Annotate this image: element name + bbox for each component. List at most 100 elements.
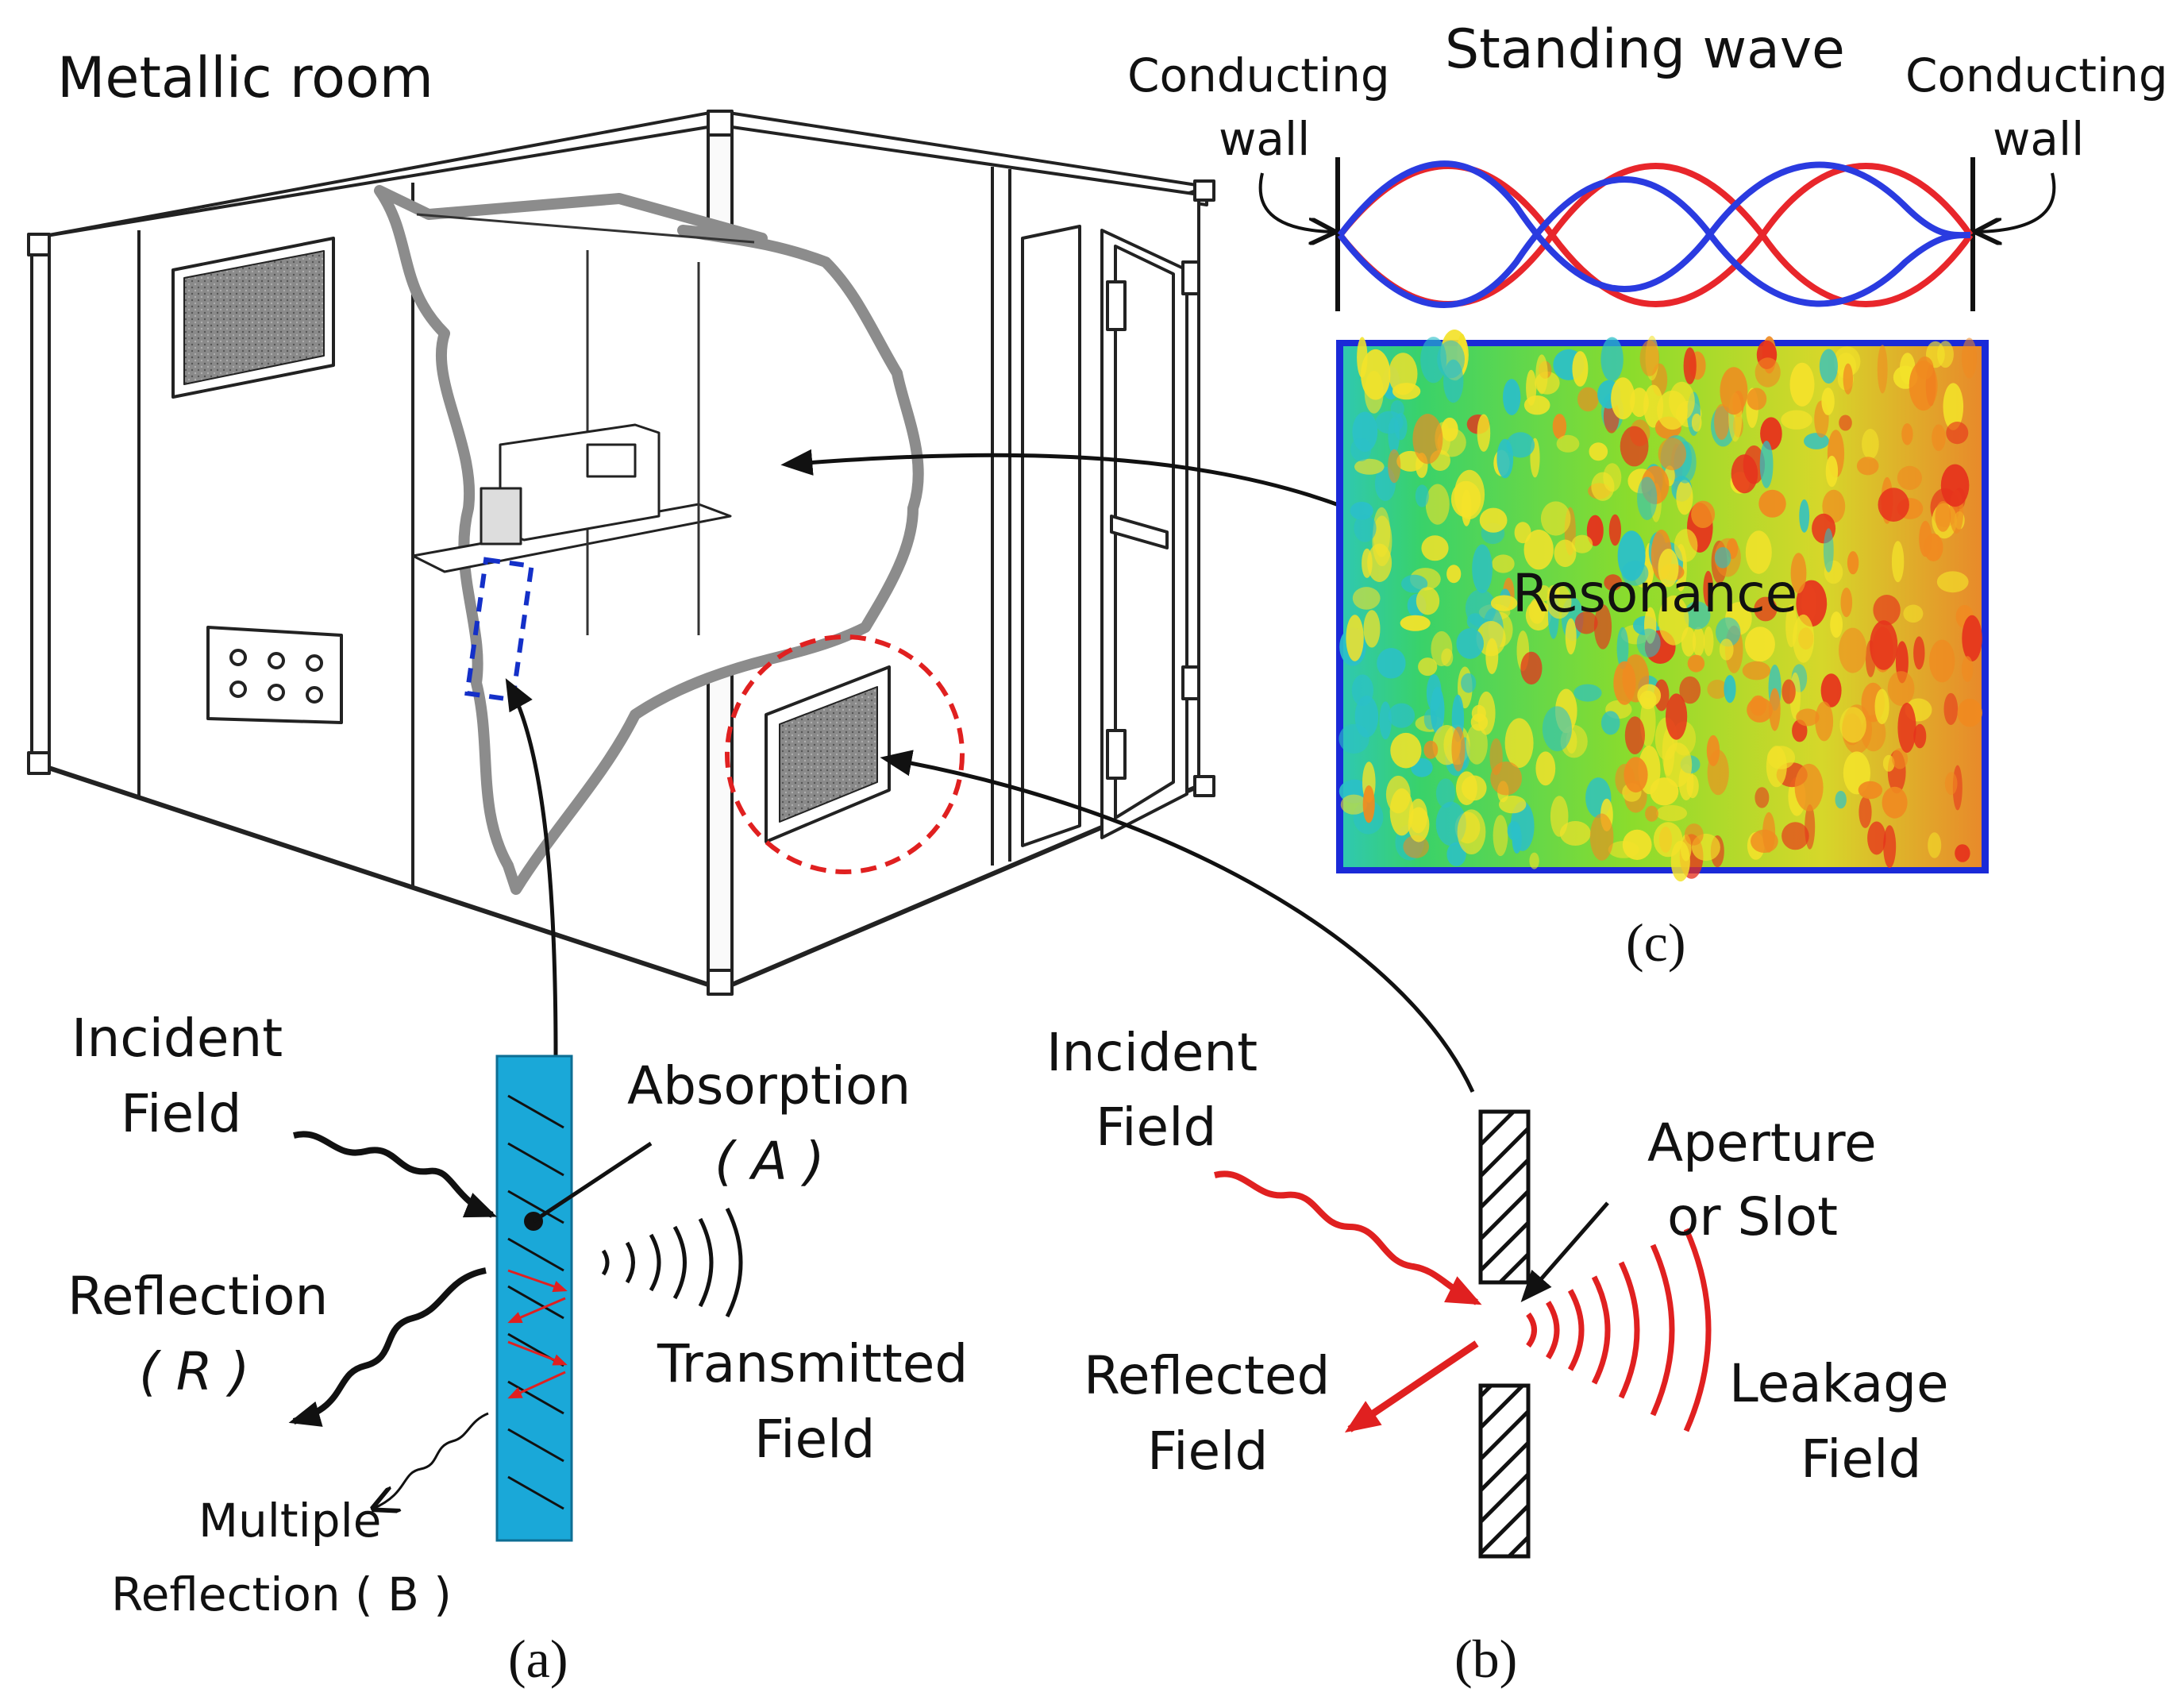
resonance-speckle <box>1936 571 1969 593</box>
arrow-aperture-to-room <box>880 750 1475 1093</box>
resonance-speckle <box>1390 732 1422 769</box>
right-wall-pointer <box>1977 172 2056 232</box>
resonance-speckle <box>1364 371 1384 414</box>
resonance-speckle <box>1769 688 1781 731</box>
resonance-speckle <box>1389 353 1418 395</box>
reflected-label-2: Field <box>1147 1421 1268 1482</box>
resonance-speckle <box>1843 363 1853 395</box>
resonance-speckle <box>1943 383 1964 430</box>
resonance-speckle <box>1666 693 1688 740</box>
incident-wave-a <box>293 1131 498 1218</box>
metallic-room-illustration <box>27 110 1215 996</box>
resonance-speckle <box>1477 691 1496 735</box>
resonance-speckle <box>1669 381 1695 421</box>
incident-wave-b <box>1214 1170 1482 1305</box>
resonance-speckle <box>1591 472 1615 501</box>
left-wall-vent <box>171 237 335 399</box>
aperture-wall-upper <box>1478 1109 1531 1285</box>
resonance-speckle <box>1362 785 1375 823</box>
resonance-speckle <box>1745 530 1772 574</box>
resonance-speckle <box>1340 794 1367 815</box>
left-wall-label-1: Conducting <box>1127 48 1390 102</box>
resonance-speckle <box>1744 627 1775 662</box>
resonance-speckle <box>1929 639 1955 683</box>
multiple-label-2: Reflection ( B ) <box>111 1567 452 1621</box>
resonance-speckle <box>1354 458 1385 475</box>
resonance-speckle <box>1400 615 1431 631</box>
right-wall-label-2: wall <box>1993 112 2084 166</box>
resonance-speckle <box>1747 387 1767 411</box>
resonance-speckle <box>1839 707 1866 743</box>
resonance-speckle <box>1589 442 1608 461</box>
resonance-speckle <box>1892 748 1909 769</box>
resonance-speckle <box>1408 798 1428 834</box>
resonance-speckle <box>1354 514 1377 542</box>
resonance-speckle <box>1755 357 1781 387</box>
resonance-speckle <box>1719 638 1734 661</box>
reflection-label: Reflection <box>67 1266 328 1327</box>
resonance-speckle <box>1639 340 1659 376</box>
resonance-speckle <box>1820 673 1842 707</box>
resonance-speckle <box>1476 621 1506 657</box>
resonance-speckle <box>1887 671 1915 706</box>
resonance-speckle <box>1490 761 1522 796</box>
resonance-speckle <box>1781 410 1812 430</box>
resonance-speckle <box>1523 530 1554 570</box>
resonance-speckle <box>1645 805 1658 822</box>
resonance-speckle <box>1571 534 1593 553</box>
resonance-speckle <box>1418 657 1438 677</box>
resonance-speckle <box>1940 464 1970 507</box>
resonance-speckle <box>1554 539 1577 568</box>
resonance-speckle <box>1882 786 1908 819</box>
resonance-speckle <box>1421 535 1449 561</box>
resonance-speckle <box>1674 529 1698 562</box>
reflected-wave-b <box>1344 1340 1479 1433</box>
absorption-symbol: ( A ) <box>715 1131 825 1192</box>
resonance-speckle <box>1552 414 1567 439</box>
resonance-speckle <box>1507 821 1521 841</box>
resonance-speckle <box>1943 692 1959 726</box>
standing-wave-title: Standing wave <box>1445 18 1845 81</box>
resonance-speckle <box>1425 484 1450 525</box>
reflection-wave <box>288 1267 487 1427</box>
reflected-label-1: Reflected <box>1084 1345 1330 1406</box>
resonance-speckle <box>1639 690 1657 710</box>
leakage-label-1: Leakage <box>1729 1353 1949 1414</box>
resonance-speckle <box>1574 611 1598 634</box>
resonance-speckle <box>1692 627 1705 657</box>
resonance-speckle <box>1423 740 1439 759</box>
shield-wall-highlight <box>464 557 534 703</box>
resonance-speckle <box>1755 787 1770 808</box>
resonance-speckle <box>1870 620 1898 670</box>
resonance-speckle <box>1676 480 1693 515</box>
resonance-speckle <box>1703 626 1714 657</box>
resonance-speckle <box>1490 595 1518 611</box>
resonance-speckle <box>1897 465 1922 491</box>
resonance-speckle <box>1503 379 1521 415</box>
resonance-speckle <box>1687 654 1705 673</box>
resonance-speckle <box>1389 788 1414 836</box>
resonance-speckle <box>1839 414 1852 431</box>
multiple-label-1: Multiple <box>198 1494 381 1548</box>
resonance-speckle <box>1781 822 1809 850</box>
resonance-speckle <box>1815 701 1834 742</box>
resonance-speckle <box>1357 337 1368 378</box>
resonance-speckle <box>1620 426 1649 467</box>
resonance-speckle <box>1859 796 1872 828</box>
resonance-speckle <box>1823 528 1834 573</box>
resonance-speckle <box>1621 561 1649 586</box>
resonance-speckle <box>1658 438 1686 471</box>
resonance-speckle <box>1804 433 1829 449</box>
resonance-speckle <box>1962 615 1982 662</box>
resonance-speckle <box>1935 501 1951 532</box>
incident-label-b-2: Field <box>1096 1097 1216 1158</box>
resonance-speckle <box>1883 825 1897 868</box>
resonance-speckle <box>1542 706 1572 752</box>
aperture-highlight <box>725 634 965 874</box>
resonance-speckle <box>1653 822 1683 858</box>
arrow-shield-to-room <box>505 678 558 1057</box>
resonance-speckle <box>1790 553 1807 594</box>
resonance-speckle <box>1589 813 1614 861</box>
standing-wave-blue <box>1337 160 1971 308</box>
resonance-speckle <box>1547 584 1572 619</box>
